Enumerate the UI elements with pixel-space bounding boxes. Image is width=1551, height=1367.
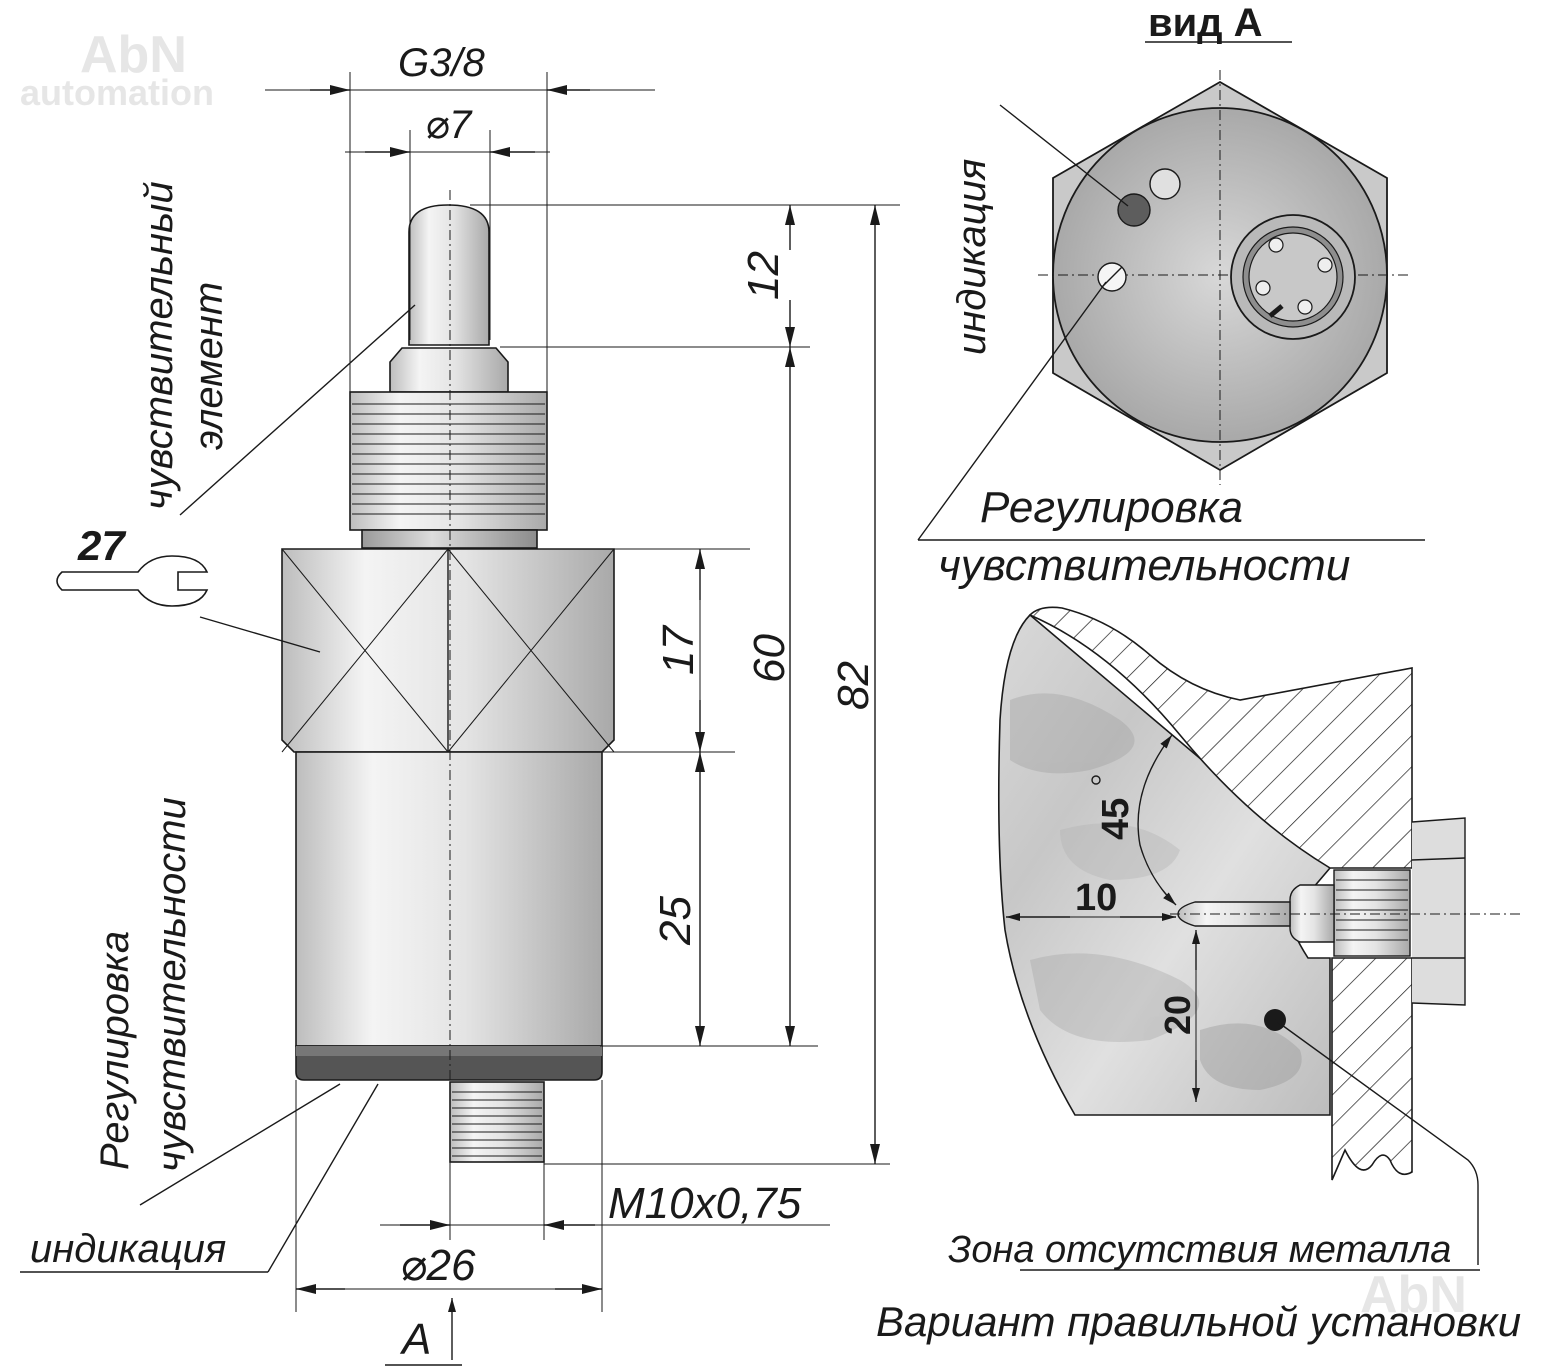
angle-45: 45 [1095, 798, 1137, 840]
wrench-icon [56, 555, 209, 607]
dim-12: 12 [739, 251, 788, 300]
view-a-label-adjust-2: чувствительности [938, 541, 1350, 590]
label-adjust-1: Регулировка [93, 931, 137, 1170]
hex-nut [281, 548, 615, 753]
labels-main: чувствительный элемент 27 Регулировка чу… [20, 181, 416, 1273]
dim-17: 17 [654, 625, 703, 675]
dim-d7: ⌀7 [425, 103, 473, 147]
install-sensor-thread [1333, 869, 1411, 957]
svg-text:AbN: AbN [1360, 1266, 1467, 1324]
view-a-marker: А [399, 1315, 431, 1364]
sensing-element [408, 204, 490, 346]
dimensions-main: G3/8 ⌀7 12 60 82 17 25 [265, 41, 900, 1366]
led-light [1149, 168, 1181, 200]
install-caption: Вариант правильной установки [876, 1298, 1521, 1345]
wrench-size-27: 27 [77, 522, 126, 569]
connector-thread-lines [452, 1091, 542, 1157]
dim-m10: M10x0,75 [608, 1179, 802, 1228]
tank-wall-upper [1028, 606, 1413, 869]
label-zone: Зона отсутствия металла [948, 1229, 1451, 1271]
dim-20: 20 [1157, 995, 1198, 1035]
dim-g38: G3/8 [398, 41, 485, 85]
connector-pin [1297, 299, 1313, 315]
dim-25: 25 [651, 896, 700, 946]
label-sensing-element-2: элемент [187, 282, 231, 450]
dim-10: 10 [1075, 877, 1117, 919]
connector-pin [1268, 237, 1284, 253]
connector-m10 [449, 1081, 545, 1163]
watermark: AbN automation AbN [20, 26, 1467, 1324]
tip-collar [389, 347, 509, 393]
svg-text:AbN: AbN [80, 26, 187, 84]
cylinder-body [295, 751, 603, 1047]
view-a-label-indication: индикация [950, 159, 994, 355]
connector-pin [1255, 280, 1271, 296]
dim-82: 82 [829, 661, 878, 710]
thread-lines [352, 403, 545, 515]
dim-d26: ⌀26 [400, 1241, 476, 1290]
dim-60: 60 [745, 634, 794, 683]
installation-view: 10 20 45 Зона отсутствия металла Вариант… [876, 606, 1521, 1345]
led-dark [1117, 193, 1151, 227]
tank-wall-lower [1331, 957, 1413, 1181]
view-a-title: вид А [1148, 1, 1263, 45]
thread-g38 [349, 391, 548, 531]
view-a: вид А индикация Регулировка чувствительн… [917, 1, 1425, 590]
label-adjust-2: чувствительности [150, 797, 194, 1172]
svg-text:automation: automation [20, 72, 214, 113]
sensor-front-view [281, 190, 615, 1200]
label-sensing-element-1: чувствительный [137, 181, 181, 510]
connector-pin [1317, 257, 1333, 273]
label-indication-main: индикация [30, 1227, 226, 1271]
view-a-label-adjust-1: Регулировка [980, 483, 1243, 532]
